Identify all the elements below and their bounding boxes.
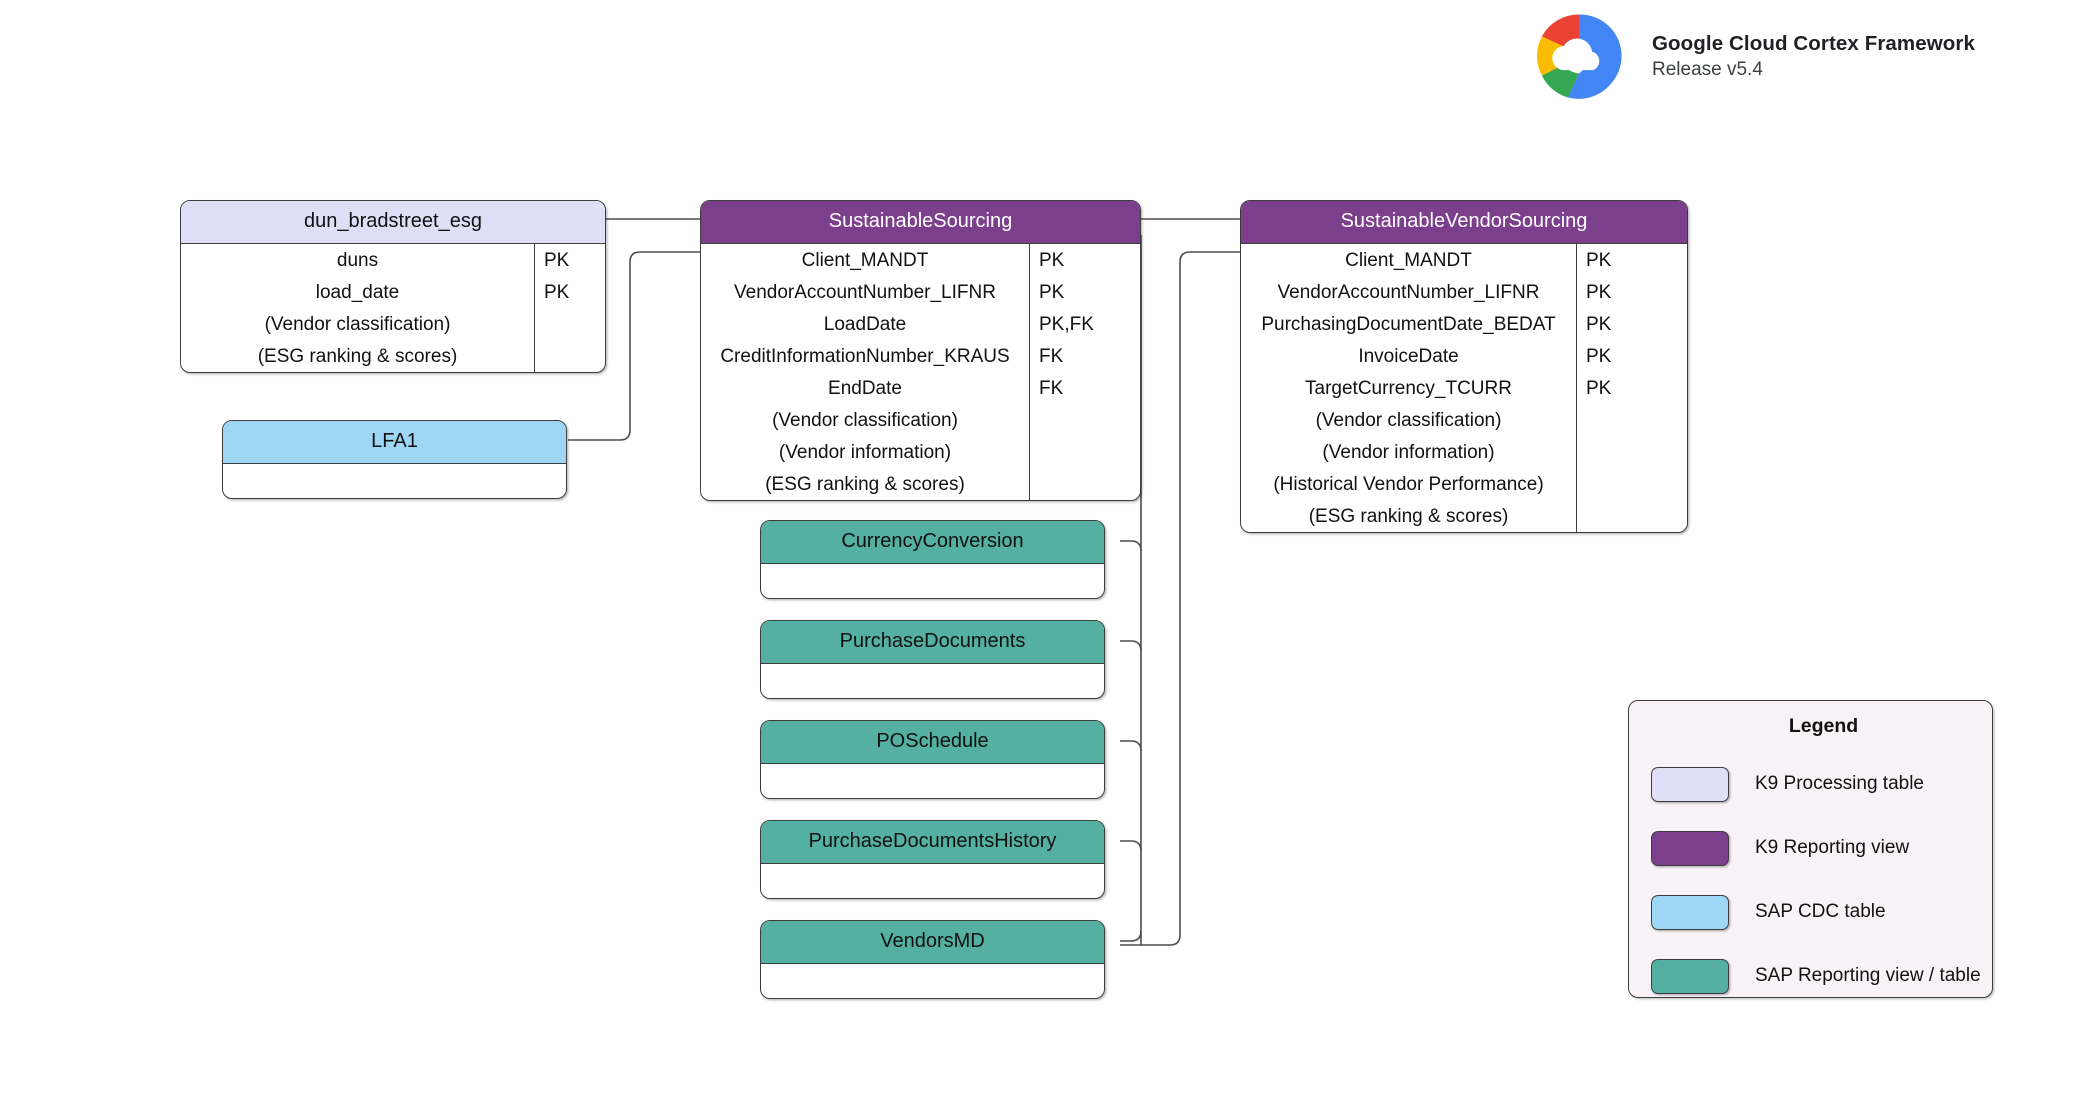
field-key bbox=[1030, 436, 1140, 468]
field-name: duns bbox=[336, 249, 379, 271]
entity-body bbox=[761, 764, 1104, 798]
legend-panel: Legend K9 Processing table K9 Reporting … bbox=[1628, 700, 1993, 998]
legend-item-sap-cdc-table: SAP CDC table bbox=[1629, 880, 1992, 944]
brand-title: Google Cloud Cortex Framework bbox=[1652, 31, 1975, 55]
field-name: (Vendor information) bbox=[778, 441, 952, 463]
field-name: Client_MANDT bbox=[801, 249, 929, 271]
entity-title: CurrencyConversion bbox=[761, 521, 1104, 564]
connector-purchasedocuments-stub bbox=[1120, 640, 1142, 652]
field-name: LoadDate bbox=[823, 313, 907, 335]
field-name: EndDate bbox=[828, 377, 902, 399]
legend-label: K9 Processing table bbox=[1755, 773, 1924, 794]
entity-purchase-documents[interactable]: PurchaseDocuments bbox=[760, 620, 1105, 699]
connector-poschedule-stub bbox=[1120, 740, 1142, 752]
field-key: PK,FK bbox=[1039, 313, 1094, 335]
field-name: TargetCurrency_TCURR bbox=[1305, 377, 1512, 399]
google-cloud-logo-icon bbox=[1536, 14, 1622, 99]
field-key: PK bbox=[544, 249, 570, 271]
field-key: PK bbox=[1586, 377, 1612, 399]
key-column: PK PK bbox=[534, 244, 605, 372]
field-name: InvoiceDate bbox=[1358, 345, 1459, 367]
field-key bbox=[1577, 436, 1687, 468]
field-key: PK bbox=[1586, 249, 1612, 271]
entity-title: PurchaseDocumentsHistory bbox=[761, 821, 1104, 864]
key-column: PK PK PK,FK FK FK bbox=[1029, 244, 1140, 500]
field-name: (Vendor classification) bbox=[772, 409, 958, 431]
field-name: PurchasingDocumentDate_BEDAT bbox=[1261, 313, 1556, 335]
field-name: load_date bbox=[315, 281, 400, 303]
entity-lfa1[interactable]: LFA1 bbox=[222, 420, 567, 499]
field-name: VendorAccountNumber_LIFNR bbox=[1277, 281, 1540, 303]
legend-swatch-k9-processing-table bbox=[1651, 766, 1729, 802]
field-key: PK bbox=[544, 281, 570, 303]
entity-title: POSchedule bbox=[761, 721, 1104, 764]
entity-sustainable-vendor-sourcing[interactable]: SustainableVendorSourcing Client_MANDT V… bbox=[1240, 200, 1688, 533]
field-key bbox=[1030, 404, 1140, 436]
field-key: PK bbox=[1586, 313, 1612, 335]
entity-vendors-md[interactable]: VendorsMD bbox=[760, 920, 1105, 999]
legend-swatch-k9-reporting-view bbox=[1651, 830, 1729, 866]
field-name: (ESG ranking & scores) bbox=[1308, 505, 1509, 527]
connector-purchasedocumentshistory-stub bbox=[1120, 840, 1142, 852]
field-key: FK bbox=[1039, 345, 1064, 367]
legend-title: Legend bbox=[1788, 715, 1859, 737]
field-key bbox=[535, 308, 605, 340]
entity-title: SustainableSourcing bbox=[701, 201, 1140, 244]
field-key: FK bbox=[1039, 377, 1064, 399]
entity-title: SustainableVendorSourcing bbox=[1241, 201, 1687, 244]
legend-swatch-sap-reporting-view bbox=[1651, 958, 1729, 994]
entity-dun-bradstreet-esg[interactable]: dun_bradstreet_esg duns load_date (Vendo… bbox=[180, 200, 606, 373]
legend-label: SAP CDC table bbox=[1755, 901, 1886, 922]
entity-sustainable-sourcing[interactable]: SustainableSourcing Client_MANDT VendorA… bbox=[700, 200, 1141, 501]
field-name: (ESG ranking & scores) bbox=[765, 473, 965, 495]
field-key bbox=[1577, 500, 1687, 532]
field-name: (Vendor classification) bbox=[264, 313, 451, 335]
legend-item-sap-reporting-view: SAP Reporting view / table bbox=[1629, 944, 1992, 1008]
legend-item-k9-reporting-view: K9 Reporting view bbox=[1629, 816, 1992, 880]
entity-po-schedule[interactable]: POSchedule bbox=[760, 720, 1105, 799]
legend-label: K9 Reporting view bbox=[1755, 837, 1910, 858]
legend-label: SAP Reporting view / table bbox=[1755, 965, 1981, 986]
entity-body: Client_MANDT VendorAccountNumber_LIFNR P… bbox=[1241, 244, 1687, 532]
entity-title: dun_bradstreet_esg bbox=[181, 201, 605, 244]
entity-body bbox=[223, 464, 566, 498]
entity-currency-conversion[interactable]: CurrencyConversion bbox=[760, 520, 1105, 599]
entity-body bbox=[761, 564, 1104, 598]
field-name: (Vendor classification) bbox=[1315, 409, 1502, 431]
field-column: Client_MANDT VendorAccountNumber_LIFNR P… bbox=[1241, 244, 1576, 532]
field-name: Client_MANDT bbox=[1345, 249, 1472, 271]
brand-release: Release v5.4 bbox=[1652, 58, 1763, 80]
field-key bbox=[1577, 468, 1687, 500]
field-key: PK bbox=[1586, 345, 1612, 367]
field-column: Client_MANDT VendorAccountNumber_LIFNR L… bbox=[701, 244, 1029, 500]
field-key bbox=[1577, 404, 1687, 436]
field-key: PK bbox=[1039, 249, 1065, 271]
entity-body bbox=[761, 664, 1104, 698]
field-column: duns load_date (Vendor classification) (… bbox=[181, 244, 534, 372]
field-name: VendorAccountNumber_LIFNR bbox=[734, 281, 996, 303]
field-name: (ESG ranking & scores) bbox=[257, 345, 458, 367]
field-key: PK bbox=[1586, 281, 1612, 303]
entity-body: duns load_date (Vendor classification) (… bbox=[181, 244, 605, 372]
entity-title: PurchaseDocuments bbox=[761, 621, 1104, 664]
legend-swatch-sap-cdc-table bbox=[1651, 894, 1729, 930]
entity-body bbox=[761, 964, 1104, 998]
entity-body: Client_MANDT VendorAccountNumber_LIFNR L… bbox=[701, 244, 1140, 500]
entity-title: VendorsMD bbox=[761, 921, 1104, 964]
brand-header: Google Cloud Cortex Framework Release v5… bbox=[1524, 8, 1975, 104]
entity-body bbox=[761, 864, 1104, 898]
field-name: CreditInformationNumber_KRAUS bbox=[720, 345, 1010, 367]
connector-vendorsmd-stub bbox=[1120, 930, 1142, 942]
field-name: (Vendor information) bbox=[1322, 441, 1495, 463]
field-key: PK bbox=[1039, 281, 1065, 303]
field-name: (Historical Vendor Performance) bbox=[1273, 473, 1544, 495]
legend-item-k9-processing-table: K9 Processing table bbox=[1629, 752, 1992, 816]
key-column: PK PK PK PK PK bbox=[1576, 244, 1687, 532]
field-key bbox=[1030, 468, 1140, 500]
entity-title: LFA1 bbox=[223, 421, 566, 464]
connector-currencyconversion-stub bbox=[1120, 540, 1142, 552]
entity-purchase-documents-history[interactable]: PurchaseDocumentsHistory bbox=[760, 820, 1105, 899]
field-key bbox=[535, 340, 605, 372]
